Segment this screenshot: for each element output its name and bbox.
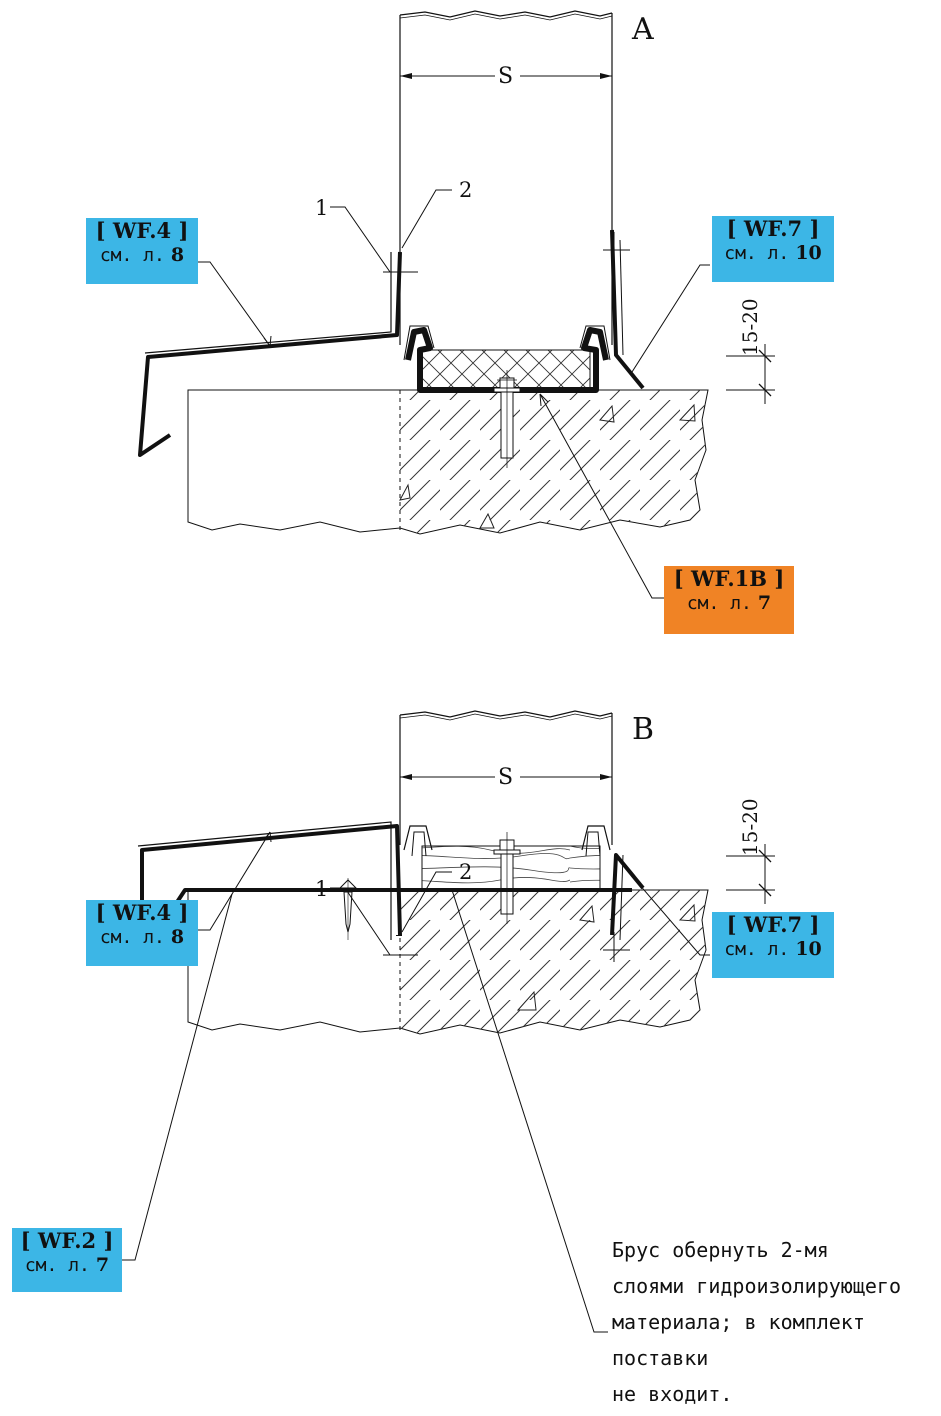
tag-wf7-a[interactable]: [ WF.7 ] см. л. 10 [712,216,834,282]
section-a-drawing [138,10,775,599]
section-label-a: A [632,12,654,47]
section-label-b: B [632,712,655,747]
tag-ref-prefix: см. л. [99,245,165,267]
note-line: поставки [612,1346,709,1370]
gap-dimension-label-a: 15-20 [738,298,762,356]
leader-wf7-b [631,875,710,956]
note-line: материала; в комплект [612,1310,865,1334]
callout-2-a: 2 [459,178,473,202]
tag-ref-num: 10 [795,938,822,961]
leader-2-a [401,189,452,249]
leader-2-b [401,871,452,933]
flashing-left-inner-a [144,252,392,354]
tag-ref-prefix: см. л. [24,1255,90,1277]
tag-code: [ WF.7 ] [726,216,820,241]
tag-ref-num: 10 [795,242,822,265]
tag-wf1b-a[interactable]: [ WF.1B ] см. л. 7 [664,566,794,634]
tag-ref-prefix: см. л. [724,243,790,265]
note-line: Брус обернуть 2-мя [612,1238,829,1262]
flashing-right-a [610,229,645,390]
tag-code: [ WF.1B ] [673,566,785,591]
dimension-s-b [400,774,612,780]
tag-wf4-b[interactable]: [ WF.4 ] см. л. 8 [86,900,198,966]
leader-wf4-b [198,831,271,931]
dimension-s-label-a: S [498,64,514,89]
leader-wf1b-a [539,393,664,599]
tag-code: [ WF.4 ] [95,218,189,243]
flashing-left-a [138,251,402,457]
tag-wf4-a[interactable]: [ WF.4 ] см. л. 8 [86,218,198,284]
tag-ref-prefix: см. л. [724,939,790,961]
anchor-a [493,370,521,468]
nail-b [338,878,358,940]
tag-code: [ WF.2 ] [20,1228,114,1253]
dimension-s-a [400,73,612,79]
concrete-hatch-a [400,390,708,534]
callout-1-a: 1 [315,196,329,220]
tag-ref-prefix: см. л. [99,927,165,949]
tag-wf2-b[interactable]: [ WF.2 ] см. л. 7 [12,1228,122,1292]
leader-wf7-a [631,264,710,373]
leader-note-b [451,889,608,1333]
callout-2-b: 2 [459,860,473,884]
frame-top-break-a [399,10,613,18]
anchor-b [493,832,521,924]
tag-code: [ WF.4 ] [95,900,189,925]
concrete-hatch-b [400,890,708,1034]
tag-wf7-b[interactable]: [ WF.7 ] см. л. 10 [712,912,834,978]
frame-top-break-b [399,710,613,718]
tag-code: [ WF.7 ] [726,912,820,937]
dimension-s-label-b: S [498,765,514,790]
gap-dimension-b [726,844,775,904]
flashing-right-b [610,853,645,936]
gap-dimension-label-b: 15-20 [738,798,762,856]
base-profile-b [403,825,611,851]
note-line: не входит. [612,1382,733,1406]
installation-note: Брус обернуть 2-мя слоями гидроизолирующ… [612,1232,941,1412]
callout-1-b: 1 [315,877,329,901]
tag-ref-num: 8 [170,926,185,949]
tag-ref-num: 7 [95,1254,110,1277]
leader-wf2-b [122,893,233,1261]
leader-1-a [330,206,391,273]
tag-ref-prefix: см. л. [686,593,752,615]
tag-ref-num: 7 [757,592,772,615]
tag-ref-num: 8 [170,244,185,267]
note-line: слоями гидроизолирующего [612,1274,901,1298]
leader-wf4-a [198,261,271,347]
gap-dimension-a [726,344,775,404]
